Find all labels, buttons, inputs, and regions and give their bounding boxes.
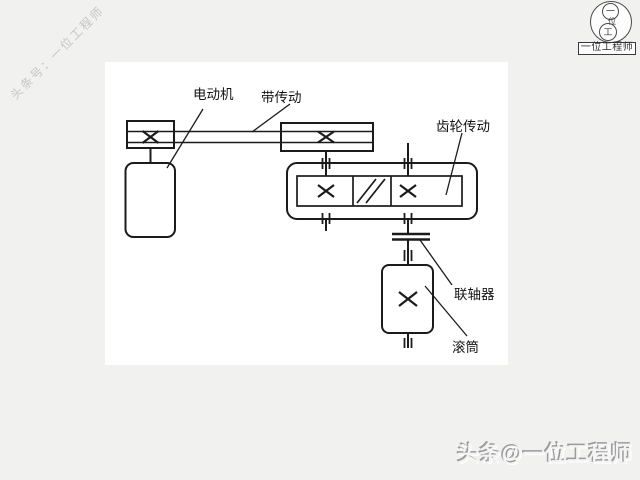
bearing-mark: [403, 250, 413, 261]
logo-bottom-circle-icon: 工: [599, 23, 617, 41]
coupling-symbol: [392, 232, 430, 241]
bearing-mark: [403, 213, 413, 224]
belt-lines: [127, 130, 373, 144]
shaft-cross-mark: [317, 130, 335, 144]
label-leader-lines: [166, 103, 468, 337]
logo-name-box: 一位工程师: [578, 42, 636, 55]
brand-logo: 一 位 工 一位工程师: [576, 0, 640, 60]
logo-middle-char: 位: [608, 17, 616, 26]
logo-top-circle-icon: 一: [602, 3, 619, 20]
label-belt-drive: 带传动: [261, 90, 302, 105]
label-drum: 滚筒: [452, 339, 479, 355]
label-motor: 电动机: [193, 87, 234, 102]
drum-symbol: [381, 264, 434, 348]
gearbox-symbol: [286, 162, 478, 220]
slide-content-panel: 电动机 带传动 齿轮传动 联轴器 滚筒: [105, 62, 508, 365]
transmission-diagram: 电动机 带传动 齿轮传动 联轴器 滚筒: [124, 87, 495, 355]
watermark-bottom-right: 头条@一位工程师: [457, 443, 633, 466]
bearing-mark: [321, 213, 331, 224]
shaft-cross-mark: [317, 184, 417, 198]
gear-mesh-hatch: [356, 178, 386, 204]
shaft-cross-mark: [398, 291, 418, 307]
watermark-diagonal: 头条号：一位工程师: [7, 3, 107, 103]
shaft-cross-mark: [141, 130, 160, 144]
motor-pulley-symbol: [126, 120, 175, 149]
label-gear-drive: 齿轮传动: [436, 119, 490, 134]
bearing-mark: [403, 338, 413, 348]
label-coupling: 联轴器: [454, 287, 495, 302]
motor-symbol: [124, 148, 176, 238]
driven-pulley-symbol: [280, 122, 374, 152]
